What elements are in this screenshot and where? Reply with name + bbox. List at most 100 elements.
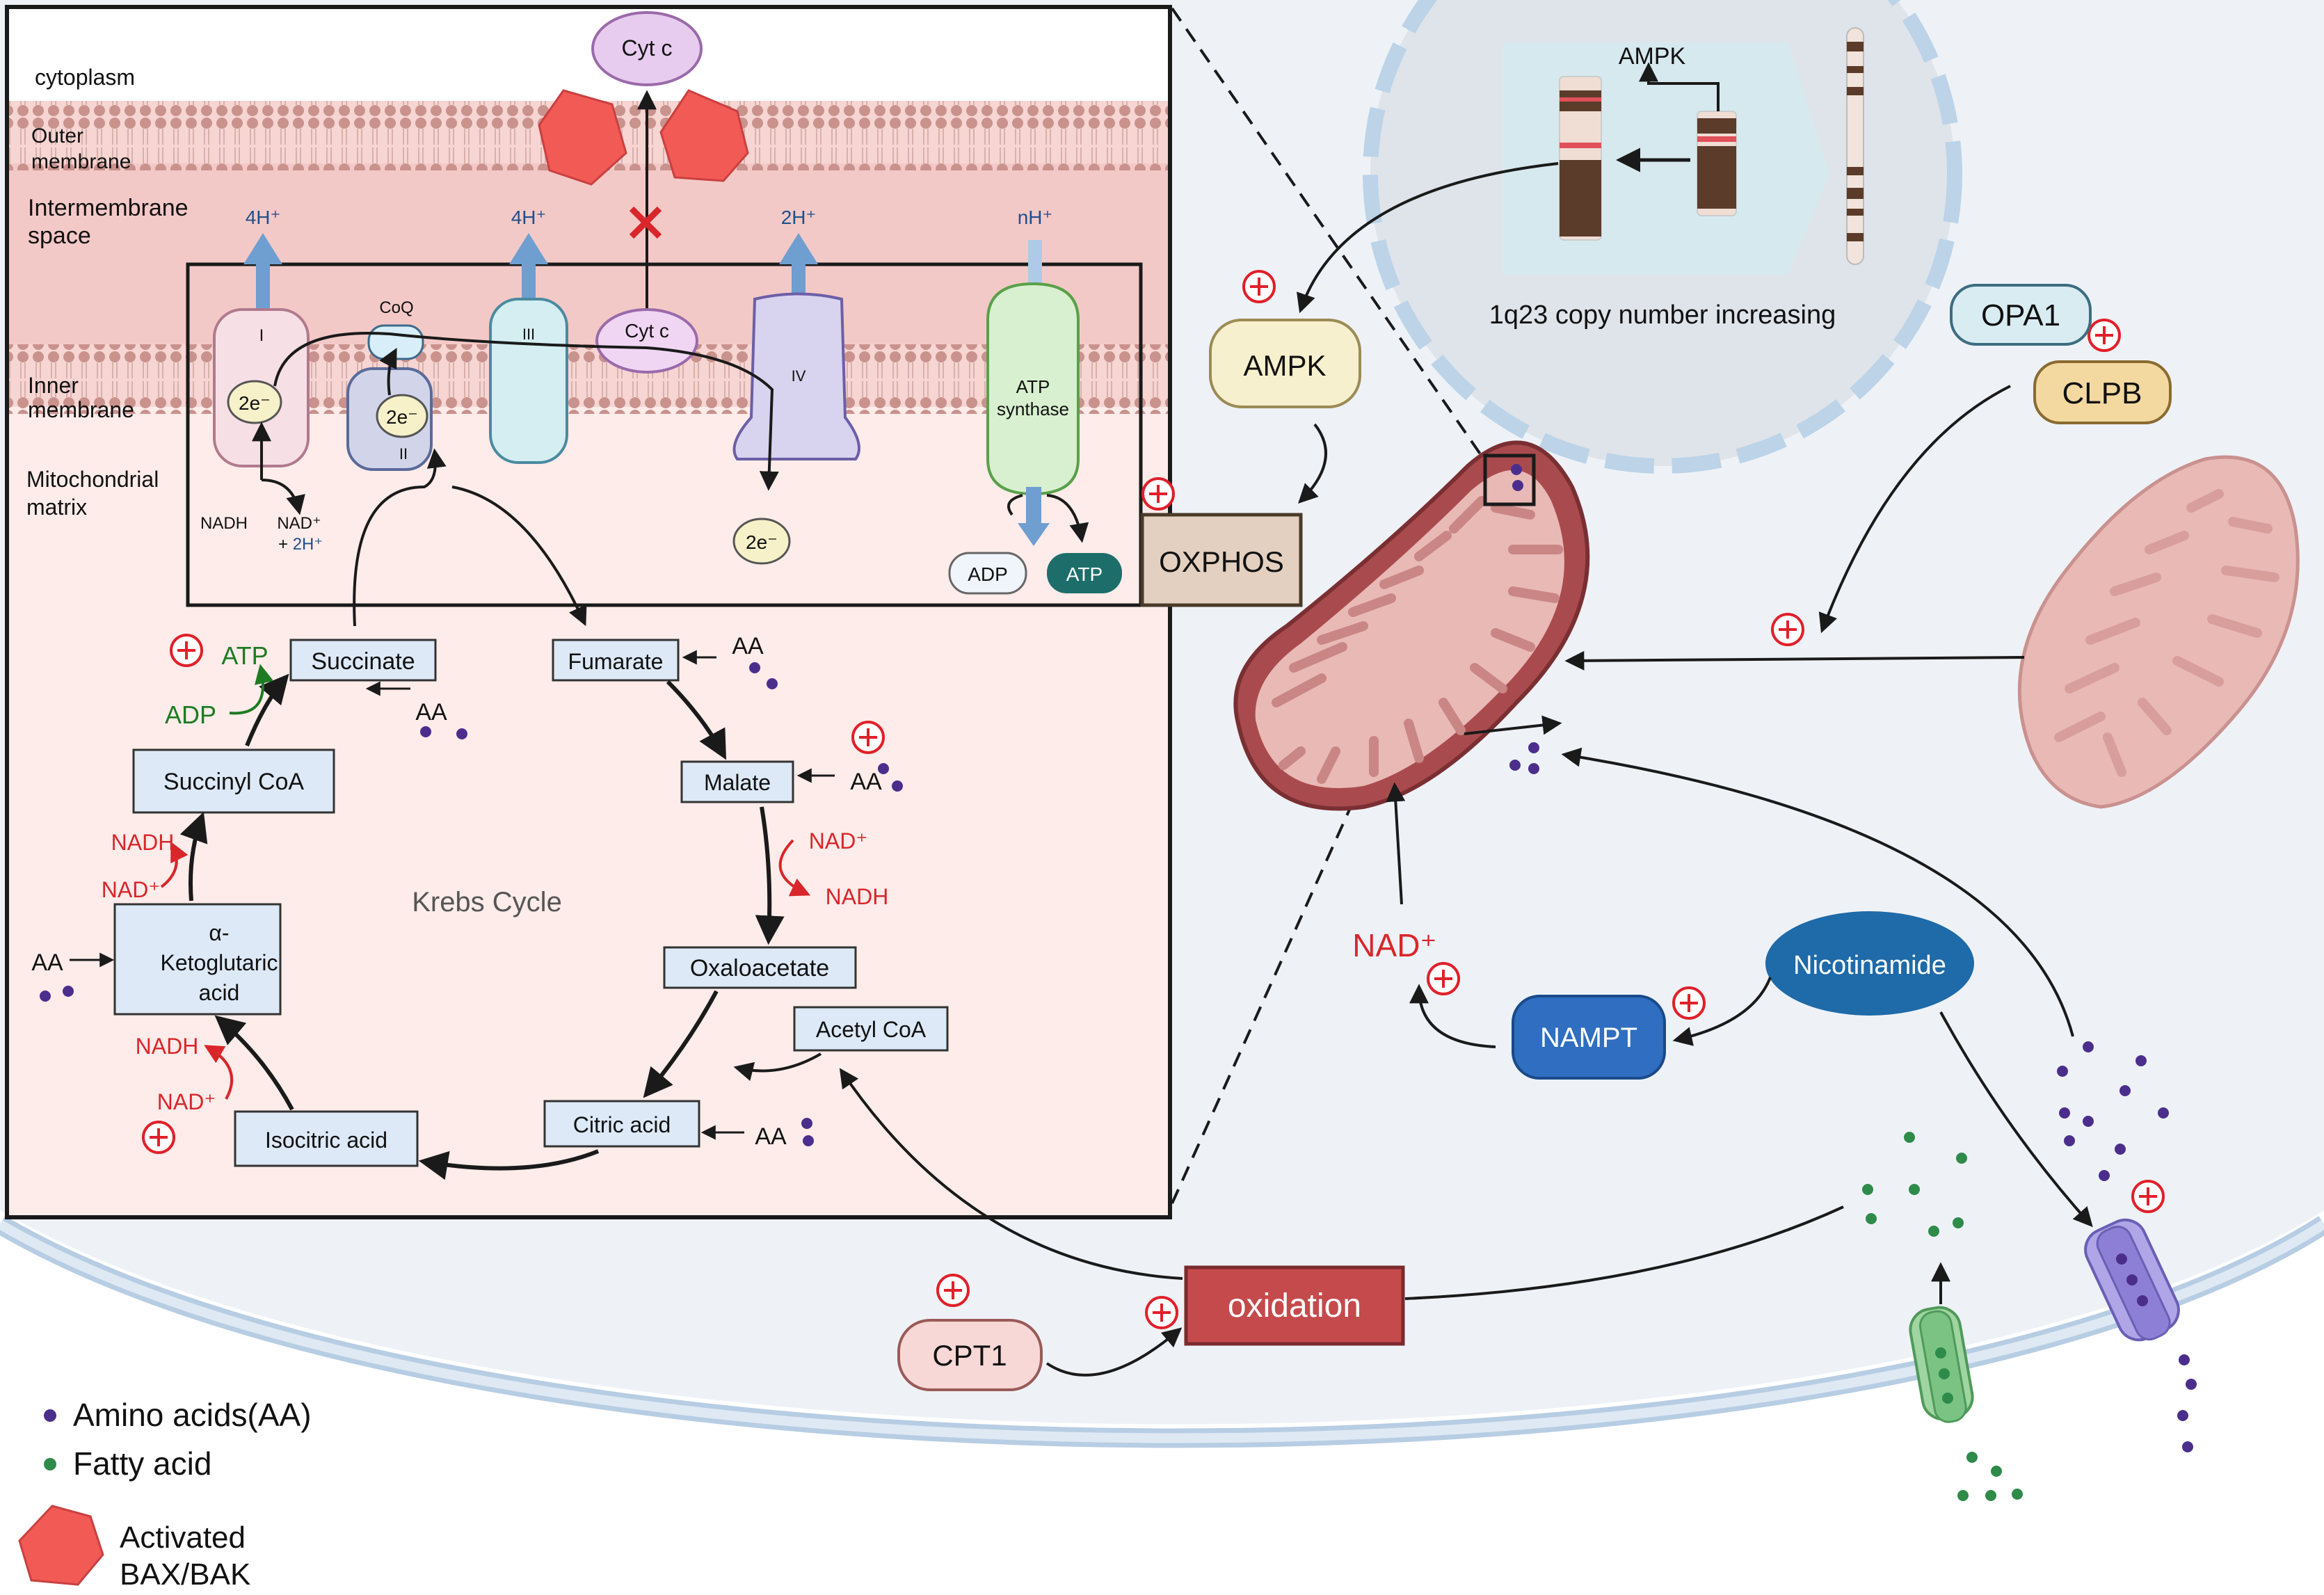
- nampt-label: NAMPT: [1540, 1023, 1637, 1053]
- etc-nad-2h-prefix: +: [278, 535, 293, 554]
- adp-atp-curve: [229, 664, 274, 715]
- c2-to-fumarate-arrow: [451, 486, 587, 627]
- bax-bak-right: [659, 89, 749, 182]
- fumarate-label: Fumarate: [568, 649, 664, 674]
- cyt-c-released: [591, 11, 703, 86]
- cpt1-label: CPT1: [932, 1339, 1007, 1372]
- plus-icon-cpt1: [936, 1274, 970, 1307]
- copy-number-label: 1q23 copy number increasing: [1489, 300, 1836, 330]
- complex-4: [732, 292, 860, 460]
- etc-nad-label: NAD⁺: [277, 514, 321, 533]
- etc-nad-2h-line: + 2H⁺: [278, 535, 323, 554]
- atp-curve: [1046, 494, 1089, 543]
- complex-3-label: III: [522, 326, 535, 343]
- etc-nad-2h-label: 2H⁺: [293, 535, 323, 554]
- krebs-title: Krebs Cycle: [412, 887, 562, 917]
- electron-path: [273, 332, 779, 491]
- krebs-boxes: [113, 639, 949, 1167]
- plus-icon-atp: [170, 634, 203, 667]
- cpt1-node: [897, 1319, 1043, 1391]
- mitochondrion-main: [1233, 440, 1590, 811]
- opa1-node: [1950, 284, 2092, 346]
- coq: [367, 324, 424, 360]
- akg-label-3: acid: [199, 980, 240, 1005]
- aa-dots-mito: [1511, 464, 1523, 491]
- ampk-gene-label: AMPK: [1619, 43, 1686, 70]
- cyt-c-ims-label: Cyt c: [625, 320, 669, 342]
- adp-pill: [948, 552, 1027, 595]
- nadh-akg: NADH: [136, 1034, 199, 1059]
- aa-dots-right: [1509, 742, 2197, 1452]
- proton-label-1: 4H⁺: [246, 207, 281, 228]
- outer-membrane-label-1: Outer: [31, 125, 83, 147]
- nad-scoa: NAD⁺: [102, 877, 160, 902]
- nad-malate-arrow: [778, 839, 811, 897]
- outer-membrane-label-2: membrane: [31, 150, 131, 173]
- oxphos-node: [1140, 513, 1303, 607]
- nad-malate: NAD⁺: [809, 828, 867, 853]
- nicotinamide-label: Nicotinamide: [1793, 951, 1946, 980]
- clpb-node: [2033, 360, 2172, 424]
- plus-icon-ampk: [1242, 270, 1276, 303]
- plus-icon-oxphos: [1141, 477, 1175, 511]
- plus-icon-transporter: [2131, 1180, 2165, 1213]
- legend-bax-label-2: BAX/BAK: [120, 1557, 250, 1592]
- oxidation-label: oxidation: [1228, 1288, 1361, 1324]
- succinate-box: [289, 639, 437, 682]
- amino-acid-transporter: [2084, 1218, 2180, 1342]
- proton-label-atp: nH⁺: [1018, 207, 1053, 228]
- atp-synthase-proton-bar: [1026, 487, 1041, 525]
- plus-icons: [142, 270, 2165, 1329]
- proton-label-3: 4H⁺: [511, 207, 547, 228]
- plus-icon-oxidation: [1145, 1296, 1178, 1329]
- aa-citric: AA: [755, 1123, 787, 1150]
- oxphos-label: OXPHOS: [1159, 545, 1284, 578]
- aa-malate: AA: [850, 769, 882, 795]
- zoom-source-box: [1483, 454, 1536, 506]
- malate-label: Malate: [704, 770, 771, 795]
- opa1-label: OPA1: [1981, 298, 2060, 332]
- nadh-malate: NADH: [826, 884, 889, 909]
- atp-pill-label: ATP: [1066, 563, 1103, 585]
- intermembrane-label-1: Intermembrane: [28, 195, 189, 221]
- krebs-adp-label: ADP: [165, 700, 216, 729]
- complex-3: [489, 298, 568, 464]
- aa-dots-krebs: [40, 662, 903, 1146]
- succinate-to-c2-arrow: [353, 448, 447, 627]
- krebs-atp-label: ATP: [221, 641, 268, 670]
- succinyl-coa-box: [132, 748, 335, 814]
- block-x-icon: [629, 206, 662, 239]
- coq-label: CoQ: [379, 298, 413, 317]
- oxaloacetate-label: Oxaloacetate: [690, 955, 829, 981]
- akg-box: [113, 903, 282, 1016]
- complex-1-label: I: [259, 326, 264, 345]
- matrix-label-2: matrix: [26, 495, 87, 520]
- plus-icon-fusion: [1771, 613, 1804, 646]
- atp-synthase-label-1: ATP: [1016, 376, 1050, 397]
- plus-icon-isocitric: [142, 1121, 175, 1154]
- electron-c2-label: 2e⁻: [386, 406, 418, 428]
- legend-fa-label: Fatty acid: [73, 1445, 211, 1482]
- adp-curve: [1007, 494, 1023, 516]
- oxaloacetate-box: [663, 946, 857, 989]
- nad-akg-arrow: [204, 1045, 233, 1100]
- aa-akg: AA: [31, 949, 63, 976]
- nicotinamide-node: [1765, 911, 1974, 1016]
- ampk-node-label: AMPK: [1243, 349, 1326, 382]
- clpb-label: CLPB: [2062, 376, 2142, 410]
- c1-to-nad-arrow: [261, 479, 305, 515]
- zoom-line-top: [1171, 7, 1490, 467]
- fatty-acid-transporter: [1909, 1306, 1974, 1423]
- citric-acid-box: [543, 1100, 700, 1148]
- zoom-panel: [5, 5, 1172, 1219]
- plus-icon-malate: [851, 721, 885, 754]
- chromosome-inset: [1559, 27, 1864, 265]
- atp-synthase-proton-head: [1018, 523, 1050, 546]
- electron-c1-label: 2e⁻: [239, 392, 271, 414]
- electron-matrix: [732, 518, 791, 565]
- malate-box: [680, 760, 794, 803]
- akg-label-2: Ketoglutaric: [161, 950, 278, 975]
- bax-bak-left: [538, 89, 627, 186]
